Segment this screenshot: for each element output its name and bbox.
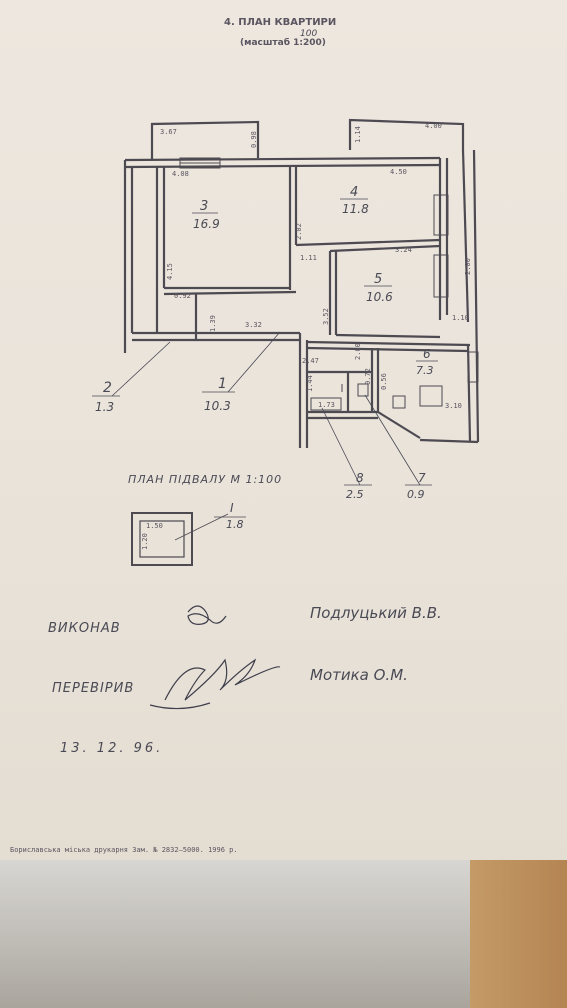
room-8-area: 2.5 — [346, 488, 364, 501]
dim-0-72: 0.72 — [364, 368, 372, 385]
basement-title: ПЛАН ПІДВАЛУ М 1:100 — [128, 473, 282, 486]
room-5-number: 5 — [374, 272, 382, 287]
room-5-area: 10.6 — [366, 290, 393, 304]
basement-room-number: I — [230, 501, 234, 515]
background-floor — [470, 860, 567, 1008]
dim-4-50: 4.50 — [390, 168, 407, 176]
dim-2-47: 2.47 — [302, 357, 319, 365]
fixtures — [310, 383, 443, 411]
windows — [179, 157, 479, 383]
dim-1-10: 1.10 — [452, 314, 469, 322]
room-2-area: 1.3 — [95, 400, 114, 414]
room-3-number: 3 — [200, 199, 208, 214]
dim-0-98: 0.98 — [250, 131, 258, 148]
scale-correction: 100 — [300, 29, 317, 39]
room-2-number: 2 — [103, 380, 112, 396]
dim-3-24: 3.24 — [395, 246, 412, 254]
basement-dim-height: 1.20 — [141, 533, 149, 550]
room-4-area: 11.8 — [342, 202, 369, 216]
executed-signature — [187, 605, 227, 625]
basement-room-area: 1.8 — [226, 518, 244, 531]
plan-sheet — [0, 0, 567, 870]
dim-4-00: 4.00 — [425, 122, 442, 130]
signature-date: 13. 12. 96. — [60, 741, 163, 756]
basement-plan — [131, 512, 246, 566]
section-title: 4. ПЛАН КВАРТИРИ — [224, 17, 336, 28]
dim-1-14: 1.14 — [354, 126, 362, 143]
scale-note: (масштаб 1:200) — [240, 37, 326, 48]
checked-name: Мотика О.М. — [310, 666, 408, 684]
dim-3-67: 3.67 — [160, 128, 177, 136]
room-6-area: 7.3 — [416, 364, 434, 377]
dim-1-11: 1.11 — [300, 254, 317, 262]
basement-dim-width: 1.50 — [146, 522, 163, 530]
room-3-area: 16.9 — [193, 217, 220, 231]
dim-3-10: 3.10 — [445, 402, 462, 410]
dim-2-02: 2.02 — [295, 223, 303, 240]
dim-2-00-a: 2.00 — [354, 343, 362, 360]
room-6-number: 6 — [423, 347, 431, 361]
room-7-number: 7 — [418, 471, 426, 485]
dim-4-08: 4.08 — [172, 170, 189, 178]
executed-name: Подлуцький В.В. — [310, 604, 442, 622]
room-4-number: 4 — [350, 185, 358, 200]
dim-3-32: 3.32 — [245, 321, 262, 329]
dim-4-15: 4.15 — [166, 263, 174, 280]
dim-0-56: 0.56 — [380, 373, 388, 390]
checked-signature — [149, 658, 281, 710]
dim-1-73: 1.73 — [318, 401, 335, 409]
dim-0-92: 0.92 — [174, 292, 191, 300]
dim-2-00-b: 2.00 — [464, 258, 472, 275]
room-8-number: 8 — [356, 471, 364, 485]
room-1-area: 10.3 — [204, 399, 231, 413]
room-labels: 3 16.9 4 11.8 5 10.6 6 7.3 2 1.3 1 10.3 … — [92, 185, 438, 501]
executed-label: ВИКОНАВ — [48, 621, 121, 636]
dim-1-44: 1.44 — [306, 375, 314, 392]
dim-3-52: 3.52 — [322, 308, 330, 325]
checked-label: ПЕРЕВІРИВ — [52, 681, 134, 696]
dim-1-39: 1.39 — [209, 315, 217, 332]
printer-footer: Бориславська міська друкарня Зам. № 2832… — [10, 846, 238, 854]
apartment-walls — [123, 118, 480, 448]
room-7-area: 0.9 — [407, 488, 425, 501]
room-1-number: 1 — [218, 376, 227, 392]
dimension-labels: 3.67 0.98 1.14 4.00 4.08 4.50 2.02 1.11 … — [160, 122, 472, 410]
